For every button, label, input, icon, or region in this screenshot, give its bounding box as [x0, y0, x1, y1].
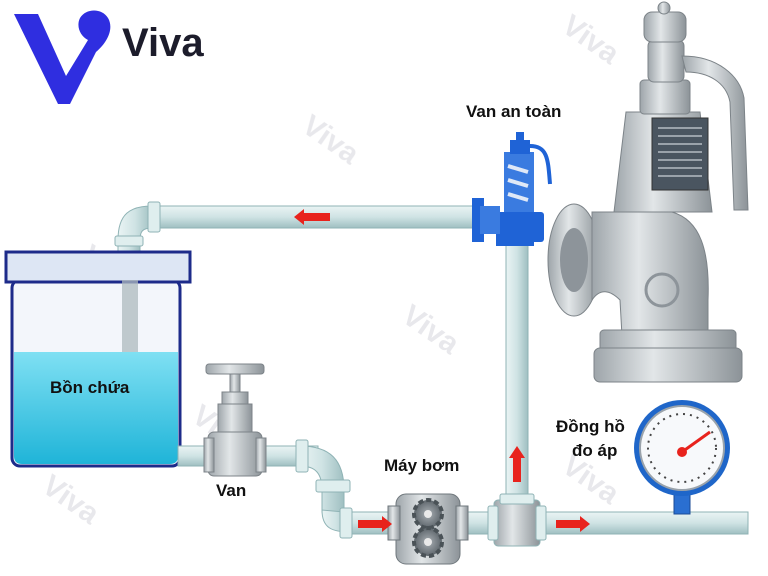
watermark-text: Viva	[296, 109, 365, 171]
safety-valve-schematic: Van an toàn	[466, 102, 561, 246]
tank-rim	[4, 250, 192, 284]
gear-pump: Máy bơm	[384, 456, 469, 565]
valve-label: Van	[216, 481, 246, 500]
flow-arrow-icon	[294, 209, 330, 225]
gauge-needle	[681, 430, 711, 454]
pressure-gauge: Đồng hồ đo áp	[556, 400, 730, 515]
safety-valve-photo	[547, 1, 749, 383]
gauge-label-line1: Đồng hồ	[556, 417, 625, 436]
pump-label: Máy bơm	[384, 456, 459, 475]
flow-arrow-icon	[556, 516, 590, 532]
brand-logo: Viva	[14, 10, 204, 104]
flow-arrows	[294, 209, 590, 532]
watermark-text: Viva	[556, 9, 625, 71]
storage-tank: Bồn chứa	[4, 250, 192, 468]
brand-name: Viva	[122, 21, 204, 65]
flow-arrow-icon	[358, 516, 392, 532]
tank-water	[14, 352, 178, 464]
flow-arrow-icon	[509, 446, 525, 482]
watermark-text: Viva	[396, 299, 465, 361]
safety-valve-label: Van an toàn	[466, 102, 561, 121]
discharge-pipe	[455, 239, 749, 547]
tank-label: Bồn chứa	[50, 378, 130, 397]
watermark-text: Viva	[36, 469, 105, 531]
viva-logo-icon	[14, 10, 111, 104]
gate-valve: Van	[203, 363, 267, 500]
gauge-label-line2: đo áp	[572, 441, 617, 460]
